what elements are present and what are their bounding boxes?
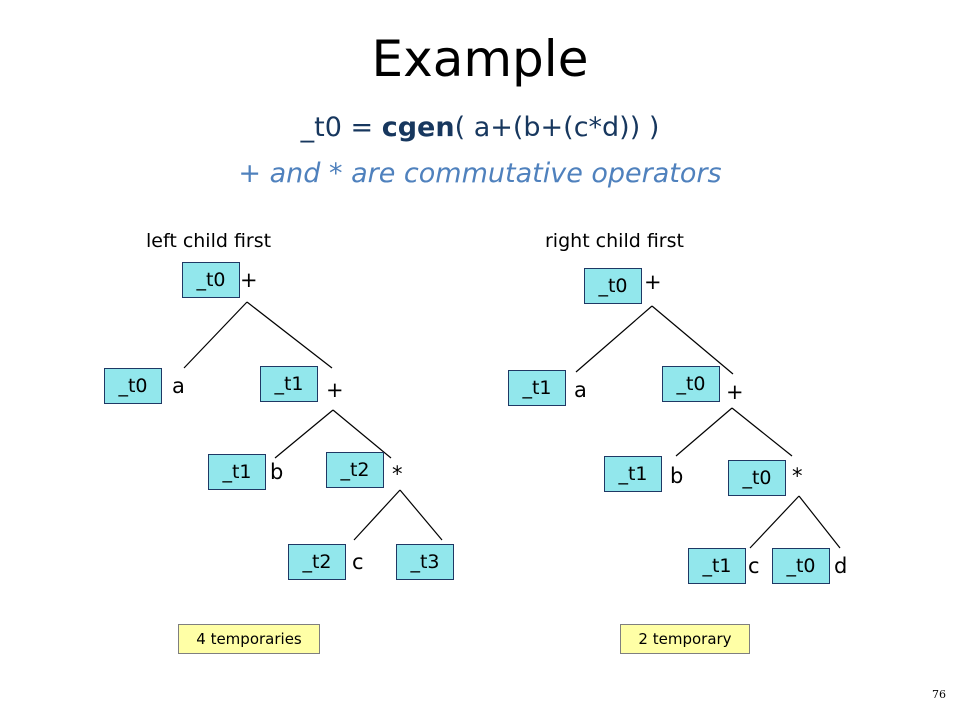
left-a-label: a bbox=[172, 374, 185, 398]
left-b-register: _t1 bbox=[208, 454, 266, 490]
formula-prefix: _t0 = bbox=[300, 112, 382, 143]
right-temporaries-note: 2 temporary bbox=[620, 624, 750, 654]
formula-func: cgen bbox=[381, 112, 455, 143]
right-plus2-register: _t0 bbox=[662, 366, 720, 402]
left-edge-root-a bbox=[183, 301, 248, 369]
right-edge-root-a bbox=[575, 305, 653, 373]
formula-args: ( a+(b+(c*d)) ) bbox=[454, 112, 660, 143]
right-a-register: _t1 bbox=[508, 370, 566, 406]
right-edge-plus-mul bbox=[731, 407, 793, 457]
right-edge-mul-d bbox=[798, 495, 841, 549]
left-b-label: b bbox=[270, 460, 284, 484]
left-c-label: c bbox=[352, 550, 364, 574]
left-mul-register: _t2 bbox=[326, 452, 384, 488]
right-edge-plus-b bbox=[675, 407, 733, 457]
left-edge-plus-b bbox=[274, 409, 334, 459]
right-heading: right child first bbox=[545, 230, 684, 252]
left-edge-mul-c bbox=[353, 489, 401, 541]
right-b-register: _t1 bbox=[604, 456, 662, 492]
right-d-label: d bbox=[834, 554, 848, 578]
right-mul-op: * bbox=[792, 464, 803, 488]
subtitle: + and * are commutative operators bbox=[238, 158, 722, 189]
left-root-register: _t0 bbox=[182, 262, 240, 298]
formula: _t0 = cgen( a+(b+(c*d)) ) bbox=[0, 112, 960, 143]
right-root-op: + bbox=[644, 270, 662, 294]
right-edge-root-plus bbox=[651, 305, 734, 375]
left-a-register: _t0 bbox=[104, 368, 162, 404]
left-edge-root-plus bbox=[246, 301, 333, 369]
right-c-label: c bbox=[748, 554, 760, 578]
left-edge-plus-mul bbox=[332, 409, 392, 459]
left-heading: left child first bbox=[146, 230, 272, 252]
left-edge-mul-d bbox=[399, 489, 443, 541]
slide-title: Example bbox=[371, 30, 589, 88]
right-plus2-op: + bbox=[726, 380, 744, 404]
right-root-register: _t0 bbox=[584, 268, 642, 304]
right-a-label: a bbox=[574, 378, 587, 402]
left-temporaries-note: 4 temporaries bbox=[178, 624, 320, 654]
left-mul-op: * bbox=[392, 462, 403, 486]
left-plus2-register: _t1 bbox=[260, 366, 318, 402]
right-d-register: _t0 bbox=[772, 548, 830, 584]
right-mul-register: _t0 bbox=[728, 460, 786, 496]
left-c-register: _t2 bbox=[288, 544, 346, 580]
left-plus2-op: + bbox=[326, 378, 344, 402]
left-root-op: + bbox=[240, 268, 258, 292]
right-b-label: b bbox=[670, 464, 684, 488]
left-d-register: _t3 bbox=[396, 544, 454, 580]
right-c-register: _t1 bbox=[688, 548, 746, 584]
page-number: 76 bbox=[932, 688, 946, 701]
right-edge-mul-c bbox=[749, 495, 800, 549]
